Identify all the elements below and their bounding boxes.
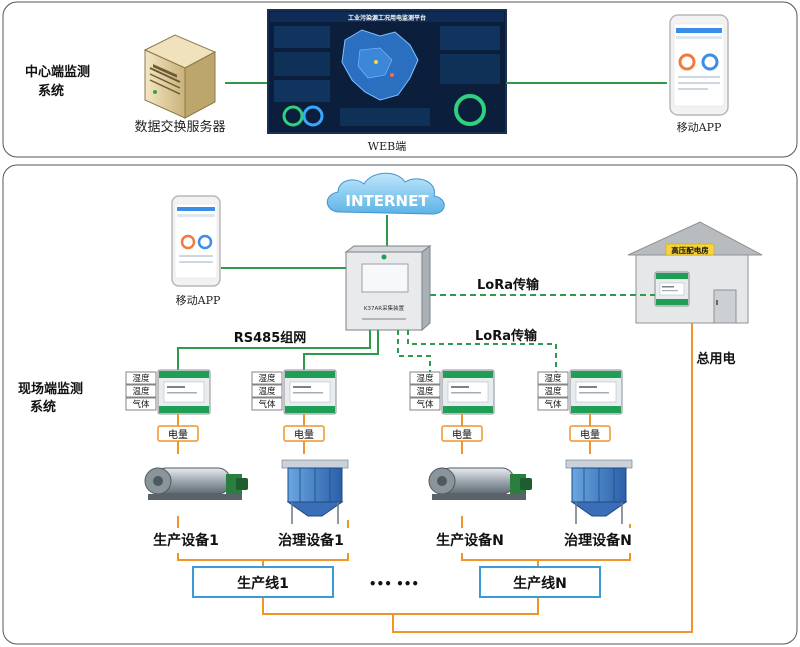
power-meter-label: 电量 (168, 428, 188, 441)
ball-mill-icon (140, 456, 250, 512)
sensor-temperature-label: 温度 (544, 386, 562, 397)
sensor-temperature-label: 温度 (258, 386, 276, 397)
collector-module-icon (283, 369, 337, 415)
web-dashboard: 工业污染源工况用电监测平台 (267, 9, 507, 134)
server-label: 数据交换服务器 (134, 119, 225, 135)
lora-label-1: LoRa传输 (477, 277, 540, 293)
lora-link-3 (397, 330, 431, 372)
production-line-n-label: 生产线N (513, 575, 567, 592)
sensor-humidity-label: 湿度 (132, 373, 150, 384)
internet-label: INTERNET (345, 192, 429, 210)
ellipsis-text: ••• ••• (369, 577, 419, 591)
house-label: 总用电 (696, 351, 735, 367)
mobile-phone-icon-center (669, 14, 729, 116)
gateway-label: K37AR采集装置 (364, 304, 405, 312)
field-system-label-2: 系统 (30, 399, 56, 415)
field-module-1: 湿度 温度 气体 电量 (125, 369, 211, 454)
device-label-4: 治理设备N (564, 532, 632, 549)
collector-module-icon (157, 369, 211, 415)
sensor-humidity-label: 湿度 (258, 373, 276, 384)
center-mobile-label: 移动APP (677, 121, 722, 134)
rs485-link-1 (177, 330, 371, 372)
field-module-4: 湿度 温度 气体 电量 (537, 369, 623, 454)
dust-collector-icon (281, 459, 349, 524)
web-title: 工业污染源工况用电监测平台 (348, 14, 426, 22)
device-label-2: 治理设备1 (278, 532, 344, 549)
lora-link-4 (407, 330, 557, 372)
device-label-1: 生产设备1 (153, 532, 219, 549)
transformer-house: 高压配电房 (627, 221, 763, 324)
production-line-1-box (192, 566, 334, 598)
sensor-humidity-label: 湿度 (544, 373, 562, 384)
field-module-2: 湿度 温度 气体 电量 (251, 369, 337, 454)
power-meter-label: 电量 (580, 428, 600, 441)
power-meter-label: 电量 (294, 428, 314, 441)
production-line-1-label: 生产线1 (237, 575, 289, 592)
gateway-device: K37AR采集装置 (344, 245, 432, 332)
sensor-gas-label: 气体 (416, 399, 434, 410)
sensor-gas-label: 气体 (544, 399, 562, 410)
field-module-3: 湿度 温度 气体 电量 (409, 369, 495, 454)
power-meter-label: 电量 (452, 428, 472, 441)
power-wiring (177, 323, 693, 633)
sensor-humidity-label: 湿度 (416, 373, 434, 384)
mobile-phone-icon-field (171, 195, 221, 287)
sensor-gas-label: 气体 (258, 399, 276, 410)
field-mobile-label: 移动APP (176, 294, 221, 307)
lora-label-2: LoRa传输 (475, 328, 538, 344)
device-label-3: 生产设备N (436, 532, 504, 549)
house-sign: 高压配电房 (671, 245, 709, 255)
center-system-label: 中心端监测 (25, 64, 90, 80)
field-system-label: 现场端监测 (18, 381, 83, 397)
field-modules: 湿度 温度 气体 电量 湿度 温度 气体 (125, 369, 623, 454)
dust-collector-icon (565, 459, 633, 524)
rs485-label: RS485组网 (234, 330, 307, 346)
sensor-gas-label: 气体 (132, 399, 150, 410)
rs485-link-2 (303, 330, 379, 372)
center-system-label-2: 系统 (38, 83, 64, 99)
internet-cloud-icon (326, 172, 445, 215)
collector-module-icon (569, 369, 623, 415)
web-label: WEB端 (368, 140, 406, 153)
server-icon (143, 34, 217, 119)
ball-mill-icon (424, 456, 534, 512)
sensor-temperature-label: 温度 (416, 386, 434, 397)
sensor-temperature-label: 温度 (132, 386, 150, 397)
collector-module-icon (441, 369, 495, 415)
production-line-n-box (479, 566, 601, 598)
